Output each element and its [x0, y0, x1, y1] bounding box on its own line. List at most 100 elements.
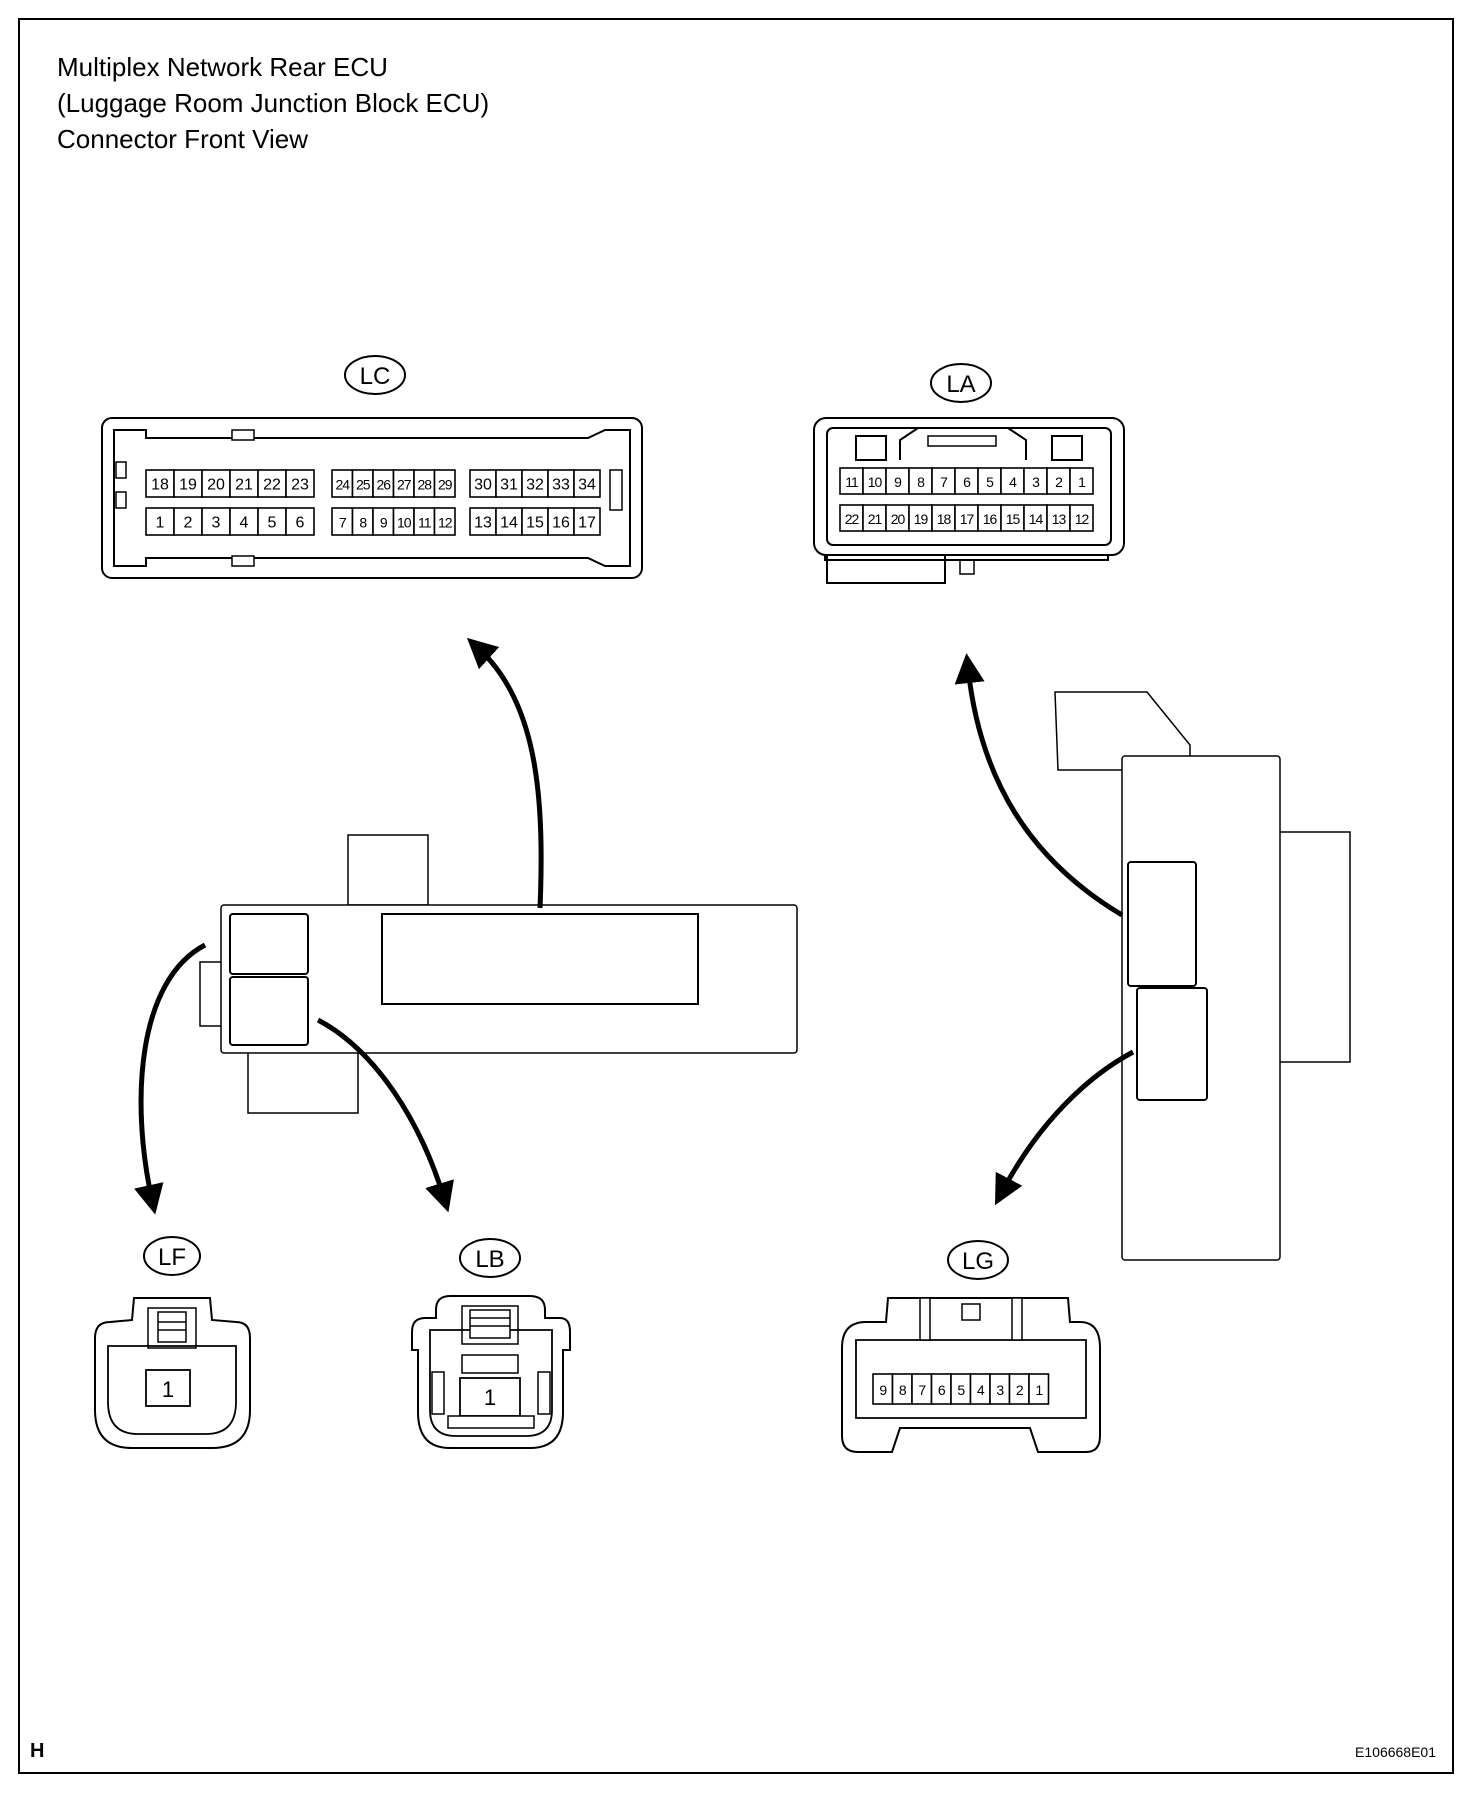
lg-pin-8: 8: [899, 1382, 907, 1398]
connector-label-lb: LB: [475, 1246, 504, 1273]
lc-pin-14: 14: [500, 515, 518, 532]
lc-top-latch: [231, 429, 255, 441]
lc-pin-26: 26: [376, 477, 391, 493]
ecu-right-side-tab: [1274, 831, 1351, 1063]
lc-pin-3: 3: [212, 515, 221, 532]
la-pin-2: 2: [1055, 474, 1063, 490]
lc-pin-5: 5: [268, 515, 277, 532]
lc-pin-32: 32: [526, 477, 544, 494]
lc-pin-21: 21: [235, 477, 253, 494]
la-pin-15: 15: [1006, 511, 1021, 527]
la-pin-7: 7: [940, 474, 948, 490]
lc-pin-10: 10: [397, 515, 412, 531]
lb-socket: [229, 976, 309, 1046]
la-bottom-lock: [959, 559, 975, 575]
lf-lock: [147, 1307, 197, 1349]
lg-inner-outline: [855, 1339, 1087, 1419]
connector-lb: LB 1: [411, 1238, 571, 1449]
connector-label-lf: LF: [158, 1244, 186, 1271]
lc-pin-13-cell: [469, 507, 497, 536]
lf-socket: [229, 913, 309, 975]
lc-pin-30: 30: [474, 477, 492, 494]
la-guide-right: [1051, 435, 1083, 461]
la-pin-9: 9: [894, 474, 902, 490]
ecu-body-right: [1054, 691, 1351, 1261]
lc-pin-18-cell: [145, 469, 175, 498]
lc-pin-22: 22: [263, 477, 281, 494]
lf-inner-outline: [107, 1345, 237, 1435]
lc-pin-14-cell: [495, 507, 523, 536]
lc-pin-27: 27: [397, 477, 412, 493]
lc-pin-23: 23: [291, 477, 309, 494]
la-pin-22: 22: [845, 511, 860, 527]
la-pin-1-cell: [1069, 467, 1094, 495]
lg-pin-1-cell: [1028, 1373, 1050, 1405]
lg-socket: [1136, 987, 1208, 1101]
lc-pin-2: 2: [184, 515, 193, 532]
arrow-to-lg: [994, 1049, 1135, 1206]
lc-inner-outline: [113, 429, 631, 567]
la-pin-12-cell: [1069, 504, 1094, 532]
la-bottom-tab: [826, 555, 946, 584]
lb-inner-outline: [429, 1329, 553, 1437]
lc-pin-33: 33: [552, 477, 570, 494]
la-pin-12: 12: [1075, 511, 1090, 527]
arrow-to-lb: [316, 1017, 454, 1213]
lc-pin-19: 19: [179, 477, 197, 494]
arrow-to-lc: [466, 637, 544, 909]
lc-pin-23-cell: [285, 469, 315, 498]
lc-right-notch: [609, 469, 623, 511]
la-pin-21: 21: [868, 511, 883, 527]
label-oval-lg: [947, 1240, 1009, 1280]
lc-left-notch: [115, 491, 127, 509]
lc-pin-21-cell: [229, 469, 259, 498]
la-pin-4: 4: [1009, 474, 1017, 490]
la-pin-18: 18: [937, 511, 952, 527]
lc-pin-4-cell: [229, 507, 259, 536]
lg-pin-4: 4: [977, 1382, 985, 1398]
lc-socket: [381, 913, 699, 1005]
connector-lf: LF 1: [94, 1236, 251, 1449]
arrows: [134, 637, 1135, 1215]
la-pin-8: 8: [917, 474, 925, 490]
lg-lock: [961, 1303, 981, 1321]
la-pin-20: 20: [891, 511, 906, 527]
ecu-left-side-tab: [199, 961, 223, 1027]
lb-lock: [461, 1305, 519, 1345]
lc-pin-6-cell: [285, 507, 315, 536]
la-lock-slot: [927, 435, 997, 447]
lc-pin-22-cell: [257, 469, 287, 498]
lc-pin-7: 7: [339, 515, 347, 531]
figure-id: E106668E01: [1355, 1744, 1436, 1760]
lb-left-rib: [431, 1371, 445, 1415]
la-pin-1: 1: [1078, 474, 1086, 490]
label-oval-la: [930, 363, 992, 403]
lc-pin-16: 16: [552, 515, 570, 532]
la-pin-6: 6: [963, 474, 971, 490]
connector-label-lc: LC: [360, 363, 391, 390]
arrow-to-la: [954, 653, 1124, 918]
title-line-3: Connector Front View: [57, 124, 308, 154]
lc-pin-12: 12: [438, 515, 453, 531]
la-guide-left: [855, 435, 887, 461]
lc-pin-15-cell: [521, 507, 549, 536]
arrow-to-lf: [134, 942, 207, 1215]
title-line-2: (Luggage Room Junction Block ECU): [57, 88, 490, 118]
ecu-body-left: [199, 834, 798, 1114]
la-pin-14: 14: [1029, 511, 1044, 527]
lc-pin-11: 11: [418, 515, 432, 531]
title-line-1: Multiplex Network Rear ECU: [57, 52, 388, 82]
lf-lock-slot: [157, 1311, 187, 1343]
lg-pin-5: 5: [957, 1382, 965, 1398]
lc-pin-34: 34: [578, 477, 596, 494]
label-oval-lf: [143, 1236, 201, 1276]
lg-pin-9: 9: [879, 1382, 887, 1398]
lc-pin-8: 8: [359, 515, 367, 531]
la-pin-19: 19: [914, 511, 929, 527]
lc-pin-17: 17: [578, 515, 596, 532]
